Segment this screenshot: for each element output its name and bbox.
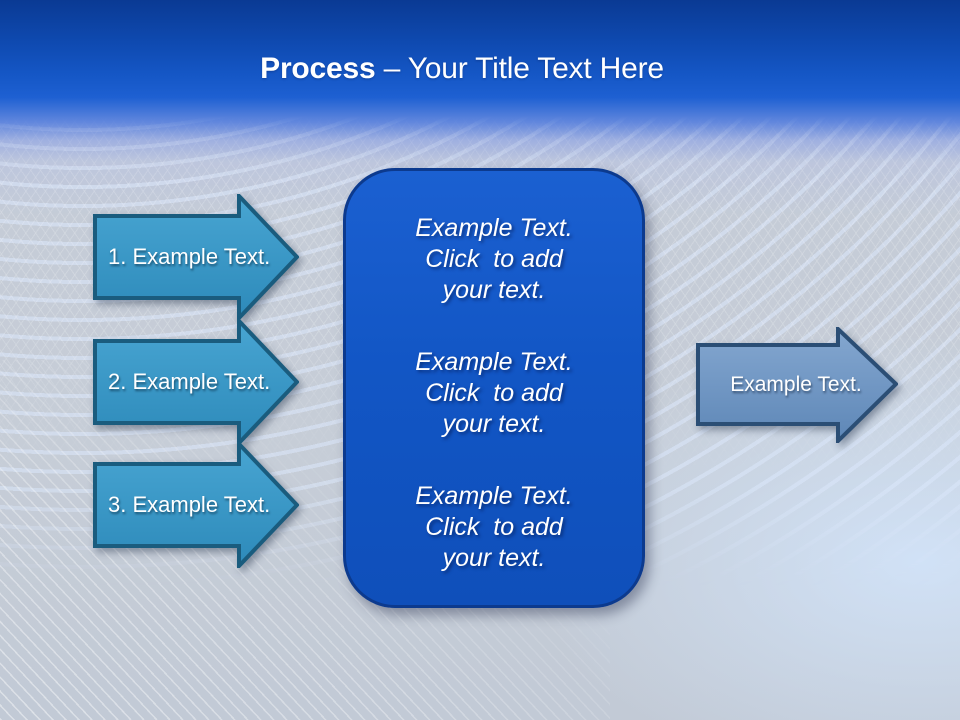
result-arrow-label: Example Text. (730, 373, 862, 396)
result-arrow-shape (696, 327, 898, 443)
step-arrow-1-shape (93, 194, 299, 320)
slide-title-emphasis: Process (260, 52, 376, 85)
step-arrow-3-shape (93, 442, 299, 568)
step-arrow-3[interactable] (93, 442, 299, 568)
process-detail-panel-content: Example Text. Click to add your text. Ex… (346, 171, 642, 574)
slide-title-rest: – Your Title Text Here (375, 52, 664, 85)
process-detail-panel[interactable]: Example Text. Click to add your text. Ex… (343, 168, 645, 608)
panel-paragraph-2: Example Text. Click to add your text. (415, 348, 573, 438)
step-1-label: 1. Example Text. (108, 244, 271, 269)
step-3-label: 3. Example Text. (108, 492, 271, 517)
step-2-label: 2. Example Text. (108, 369, 271, 394)
panel-paragraph-1: Example Text. Click to add your text. (415, 214, 573, 304)
slide-title[interactable]: Process – Your Title Text Here (0, 52, 960, 86)
result-arrow[interactable] (696, 327, 898, 443)
step-arrow-2-shape (93, 319, 299, 445)
step-arrow-2[interactable] (93, 319, 299, 445)
panel-paragraph-3: Example Text. Click to add your text. (415, 482, 573, 572)
step-arrow-1[interactable] (93, 194, 299, 320)
